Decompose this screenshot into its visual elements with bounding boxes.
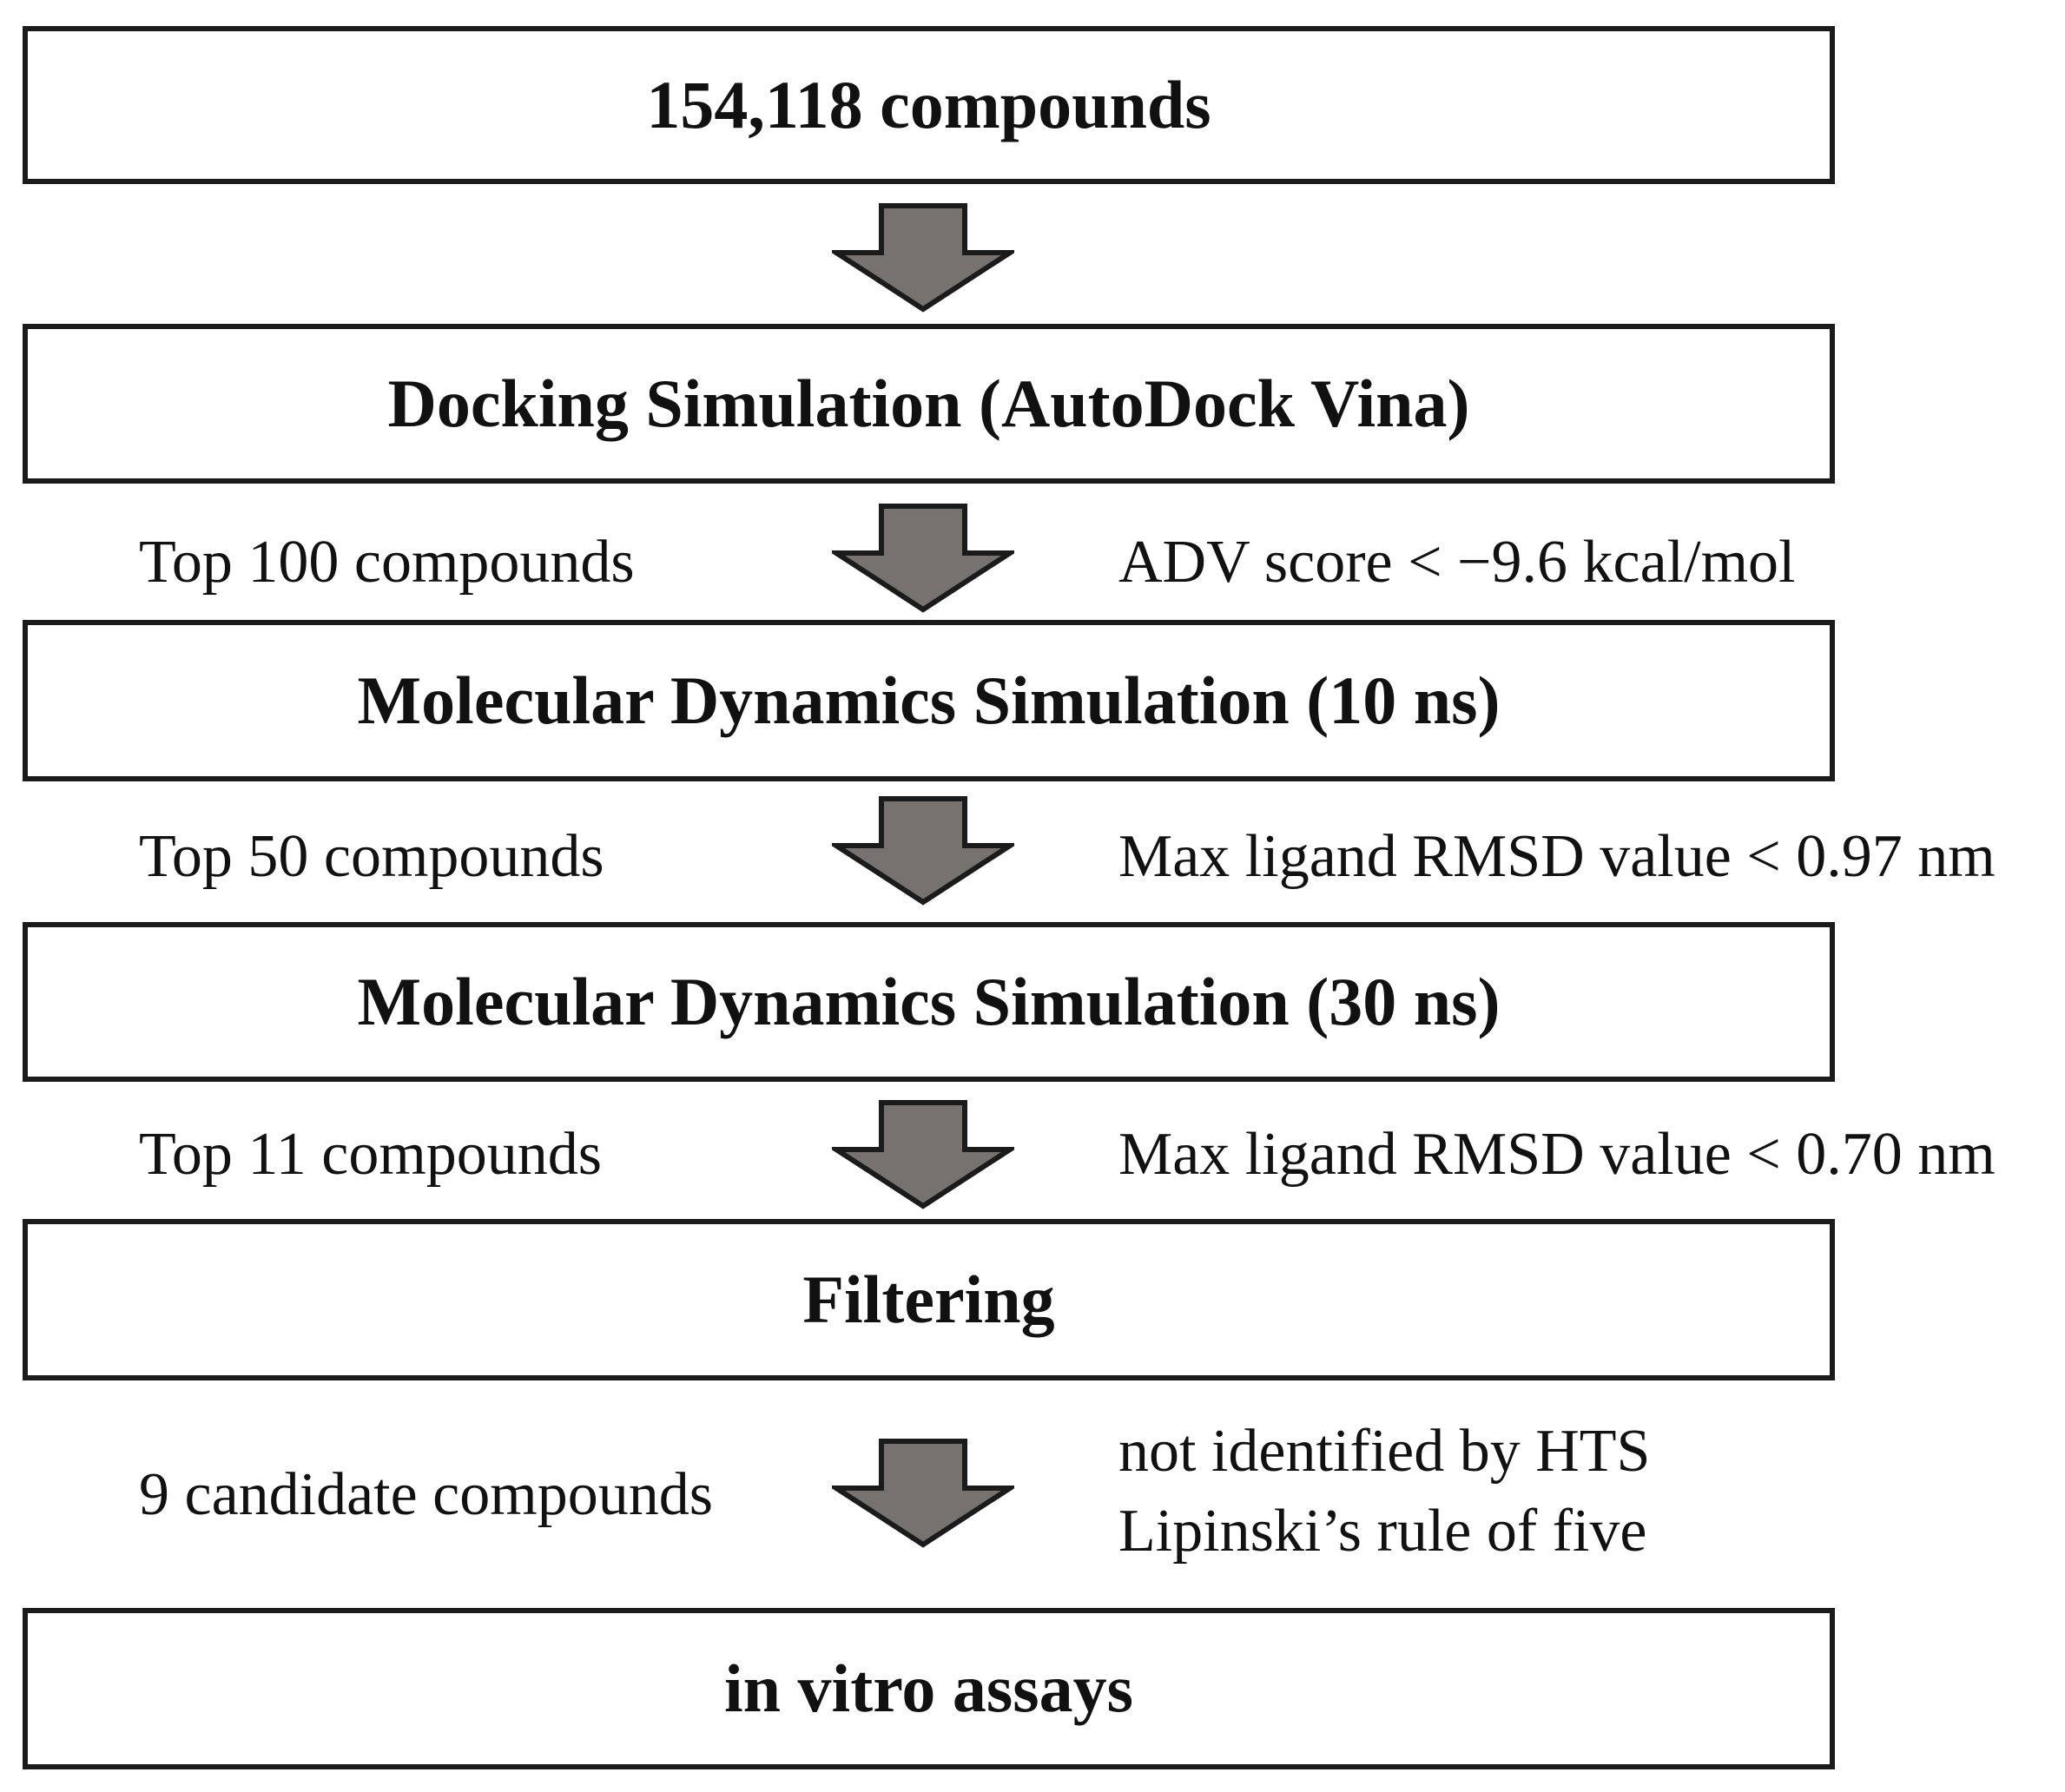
stage-box-docking-simulation: Docking Simulation (AutoDock Vina) bbox=[23, 324, 1835, 484]
stage-label: Docking Simulation (AutoDock Vina) bbox=[387, 366, 1470, 441]
transition-left-label: Top 100 compounds bbox=[139, 529, 635, 596]
transition-right-label: ADV score < −9.6 kcal/mol bbox=[1118, 529, 1796, 596]
down-arrow-icon bbox=[832, 1100, 1014, 1209]
down-arrow-icon bbox=[832, 203, 1014, 313]
stage-label: in vitro assays bbox=[724, 1650, 1133, 1726]
transition-right-label: not identified by HTS Lipinski’s rule of… bbox=[1118, 1412, 1650, 1571]
down-arrow-icon bbox=[832, 796, 1014, 906]
transition-left-label: 9 candidate compounds bbox=[139, 1461, 713, 1528]
down-arrow-icon bbox=[832, 504, 1014, 613]
transition-right-label-line: Lipinski’s rule of five bbox=[1118, 1498, 1647, 1565]
transition-right-label: Max ligand RMSD value < 0.97 nm bbox=[1118, 823, 1996, 890]
stage-box-md-simulation-30ns: Molecular Dynamics Simulation (30 ns) bbox=[23, 922, 1835, 1082]
stage-label: Molecular Dynamics Simulation (30 ns) bbox=[357, 964, 1501, 1039]
transition-right-label-line: not identified by HTS bbox=[1118, 1418, 1651, 1485]
stage-box-filtering: Filtering bbox=[23, 1219, 1835, 1380]
stage-box-in-vitro-assays: in vitro assays bbox=[23, 1608, 1835, 1769]
stage-label: Molecular Dynamics Simulation (10 ns) bbox=[357, 662, 1501, 738]
down-arrow-icon bbox=[832, 1439, 1014, 1548]
stage-box-compounds: 154,118 compounds bbox=[23, 26, 1835, 184]
transition-right-label: Max ligand RMSD value < 0.70 nm bbox=[1118, 1121, 1996, 1188]
stage-label: Filtering bbox=[802, 1262, 1055, 1337]
stage-label: 154,118 compounds bbox=[646, 67, 1211, 142]
transition-left-label: Top 11 compounds bbox=[139, 1121, 603, 1188]
transition-left-label: Top 50 compounds bbox=[139, 823, 604, 890]
stage-box-md-simulation-10ns: Molecular Dynamics Simulation (10 ns) bbox=[23, 620, 1835, 781]
